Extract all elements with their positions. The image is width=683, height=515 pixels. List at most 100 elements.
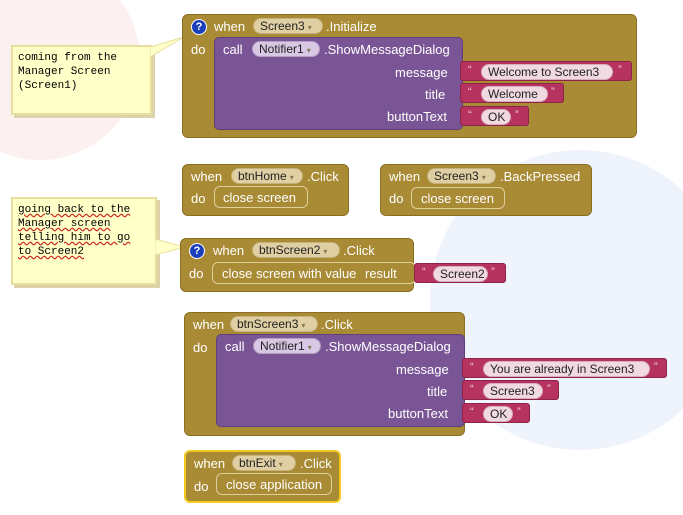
- method-name: .ShowMessageDialog: [325, 339, 451, 354]
- message-text[interactable]: You are already in Screen3: [483, 361, 650, 377]
- component-dropdown[interactable]: Screen3▾: [253, 18, 323, 34]
- action-label: close screen: [223, 190, 296, 205]
- quote-close-icon: ”: [515, 109, 519, 121]
- chevron-down-icon: ▾: [307, 343, 312, 352]
- notifier-name: Notifier1: [259, 42, 304, 56]
- title-param-label: title: [427, 384, 448, 399]
- quote-open-icon: “: [468, 86, 472, 98]
- title-param-label: title: [425, 87, 446, 102]
- when-label: when: [194, 456, 226, 471]
- call-block-show-message-dialog[interactable]: call Notifier1▾ .ShowMessageDialog messa…: [214, 37, 463, 130]
- chevron-down-icon: ▾: [306, 46, 311, 55]
- text-block-button[interactable]: “ OK ”: [462, 403, 530, 423]
- comment-line: going back to the: [18, 204, 131, 216]
- statement-block-close-application[interactable]: close application: [216, 473, 332, 495]
- chevron-down-icon: ▾: [289, 173, 294, 182]
- text-block-title[interactable]: “ Welcome ”: [460, 83, 564, 103]
- chevron-down-icon: ▾: [323, 247, 328, 256]
- quote-open-icon: “: [468, 64, 472, 76]
- chevron-down-icon: ▾: [307, 23, 312, 32]
- do-label: do: [191, 42, 206, 57]
- event-name: .Initialize: [326, 19, 377, 34]
- call-label: call: [225, 339, 245, 354]
- when-label: when: [389, 169, 421, 184]
- button-text[interactable]: OK: [481, 109, 511, 125]
- statement-block-close-screen[interactable]: close screen: [411, 187, 505, 209]
- title-text[interactable]: Screen3: [483, 383, 543, 399]
- quote-close-icon: ”: [491, 266, 495, 278]
- do-label: do: [389, 191, 404, 206]
- quote-open-icon: “: [468, 109, 472, 121]
- action-label: close screen: [421, 191, 494, 206]
- when-label: when: [191, 169, 223, 184]
- do-label: do: [191, 191, 206, 206]
- call-label: call: [223, 42, 243, 57]
- component-name: btnExit: [239, 456, 276, 470]
- when-label: when: [193, 317, 225, 332]
- quote-open-icon: “: [470, 383, 474, 395]
- event-name: .BackPressed: [500, 169, 581, 184]
- quote-open-icon: “: [422, 266, 426, 278]
- text-block-title[interactable]: “ Screen3 ”: [462, 380, 559, 400]
- when-label: when: [213, 243, 245, 258]
- help-icon[interactable]: ?: [191, 19, 207, 35]
- do-label: do: [193, 340, 208, 355]
- do-label: do: [194, 479, 209, 494]
- comment-note[interactable]: coming from the Manager Screen (Screen1): [11, 45, 152, 115]
- do-label: do: [189, 266, 204, 281]
- quote-open-icon: “: [470, 361, 474, 373]
- component-name: btnScreen2: [259, 243, 321, 257]
- component-dropdown[interactable]: btnHome▾: [231, 168, 303, 184]
- method-name: .ShowMessageDialog: [324, 42, 450, 57]
- message-param-label: message: [396, 362, 449, 377]
- message-param-label: message: [395, 65, 448, 80]
- component-name: Screen3: [260, 19, 305, 33]
- comment-line: Manager Screen: [18, 66, 111, 78]
- help-icon[interactable]: ?: [189, 243, 205, 259]
- text-block-message[interactable]: “ You are already in Screen3 ”: [462, 358, 667, 378]
- chevron-down-icon: ▾: [278, 460, 283, 469]
- comment-line: (Screen1): [18, 80, 78, 92]
- event-name: .Click: [343, 243, 375, 258]
- statement-block-close-screen[interactable]: close screen: [214, 186, 308, 208]
- comment-line: telling him to go: [18, 232, 131, 244]
- component-dropdown[interactable]: btnScreen3▾: [230, 316, 318, 332]
- notifier-dropdown[interactable]: Notifier1▾: [253, 338, 321, 354]
- action-label: close screen with value: [222, 266, 357, 281]
- message-text[interactable]: Welcome to Screen3: [481, 64, 613, 80]
- comment-note[interactable]: going back to the Manager screen telling…: [11, 197, 157, 285]
- button-text[interactable]: OK: [483, 406, 513, 422]
- text-block-message[interactable]: “ Welcome to Screen3 ”: [460, 61, 632, 81]
- event-name: .Click: [321, 317, 353, 332]
- call-block-show-message-dialog[interactable]: call Notifier1▾ .ShowMessageDialog messa…: [216, 334, 465, 427]
- text-block-value[interactable]: “ Screen2 ”: [414, 263, 506, 283]
- chevron-down-icon: ▾: [301, 321, 306, 330]
- component-name: btnHome: [238, 169, 287, 183]
- buttontext-param-label: buttonText: [388, 406, 448, 421]
- value-text[interactable]: Screen2: [433, 266, 488, 282]
- title-text[interactable]: Welcome: [481, 86, 548, 102]
- component-dropdown[interactable]: btnScreen2▾: [252, 242, 340, 258]
- quote-close-icon: ”: [618, 64, 622, 76]
- result-param-label: result: [365, 266, 397, 281]
- component-name: btnScreen3: [237, 317, 299, 331]
- comment-line: coming from the: [18, 52, 118, 64]
- chevron-down-icon: ▾: [481, 173, 486, 182]
- comment-connector: [155, 238, 187, 256]
- component-dropdown[interactable]: Screen3▾: [427, 168, 496, 184]
- event-name: .Click: [300, 456, 332, 471]
- component-name: Screen3: [434, 169, 479, 183]
- quote-close-icon: ”: [517, 406, 521, 418]
- quote-open-icon: “: [470, 406, 474, 418]
- component-dropdown[interactable]: btnExit▾: [232, 455, 296, 471]
- notifier-name: Notifier1: [260, 339, 305, 353]
- statement-block-close-screen-with-value[interactable]: close screen with value result: [212, 262, 416, 284]
- action-label: close application: [226, 477, 323, 492]
- quote-close-icon: ”: [551, 86, 555, 98]
- comment-line: Manager screen: [18, 218, 111, 230]
- quote-close-icon: ”: [654, 361, 658, 373]
- comment-connector: [150, 36, 185, 58]
- comment-line: to Screen2: [18, 246, 85, 258]
- notifier-dropdown[interactable]: Notifier1▾: [252, 41, 320, 57]
- text-block-button[interactable]: “ OK ”: [460, 106, 529, 126]
